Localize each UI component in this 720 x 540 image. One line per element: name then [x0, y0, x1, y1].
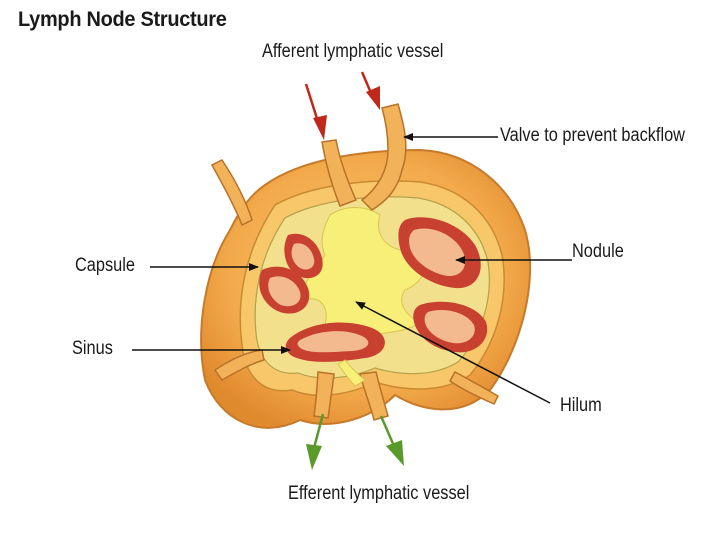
label-capsule: Capsule	[75, 255, 135, 276]
bottom-left-stub	[213, 349, 265, 381]
label-efferent: Efferent lymphatic vessel	[288, 483, 470, 504]
afferent-arrow-right	[360, 71, 380, 110]
afferent-vessel-left	[321, 139, 358, 207]
label-sinus: Sinus	[72, 338, 113, 359]
nodule-left-upper	[284, 233, 323, 279]
bottom-right-stub	[449, 370, 499, 405]
label-valve: Valve to prevent backflow	[500, 125, 685, 146]
label-nodule: Nodule	[572, 241, 624, 262]
afferent-vessel-right	[360, 103, 407, 211]
label-afferent: Afferent lymphatic vessel	[262, 41, 444, 62]
left-vessel	[210, 159, 253, 227]
label-hilum: Hilum	[560, 395, 602, 416]
nodule-right-upper	[398, 217, 481, 289]
efferent-vessel-left	[313, 371, 335, 419]
efferent-arrow-right	[379, 415, 404, 466]
nodule-bottom	[285, 322, 385, 362]
nodule-right-lower	[413, 301, 488, 353]
nodule-left-middle	[259, 266, 310, 314]
hilum-trabecula	[337, 359, 366, 387]
diagram-title: Lymph Node Structure	[18, 8, 227, 31]
efferent-arrow-left	[306, 413, 325, 470]
pointer-hilum	[355, 301, 551, 404]
afferent-arrow-left	[304, 83, 327, 140]
efferent-vessel-right	[359, 371, 389, 421]
